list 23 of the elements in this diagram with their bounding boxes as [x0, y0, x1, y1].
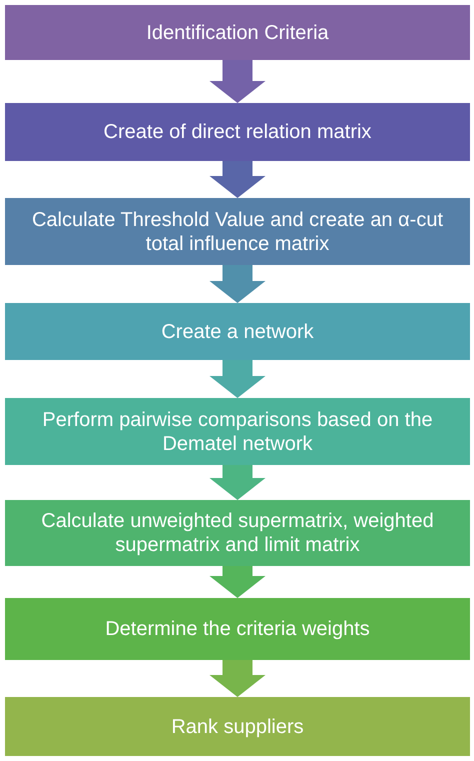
step-label: Determine the criteria weights — [105, 617, 370, 641]
arrow — [210, 161, 266, 198]
arrow — [210, 360, 266, 398]
process-box — [5, 198, 470, 265]
arrow — [210, 465, 266, 500]
arrow — [210, 265, 266, 303]
step-label: Create a network — [161, 320, 314, 344]
step-label: Calculate Threshold Value and create an α-cut total influence matrix — [30, 208, 444, 256]
process-box — [5, 598, 470, 660]
process-box — [5, 303, 470, 360]
step-label: Create of direct relation matrix — [104, 120, 372, 144]
process-box — [5, 398, 470, 465]
process-box — [5, 103, 470, 161]
arrow — [210, 660, 266, 697]
process-box — [5, 697, 470, 756]
step-label: Perform pairwise comparisons based on the Dematel network — [41, 408, 434, 456]
process-box — [5, 500, 470, 566]
arrow — [210, 60, 266, 103]
step-label: Rank suppliers — [171, 714, 304, 738]
arrow — [210, 566, 266, 598]
process-box — [5, 5, 470, 60]
step-label: Calculate unweighted supermatrix, weighted supermatrix and limit matrix — [40, 509, 435, 557]
step-label: Identification Criteria — [146, 20, 329, 44]
